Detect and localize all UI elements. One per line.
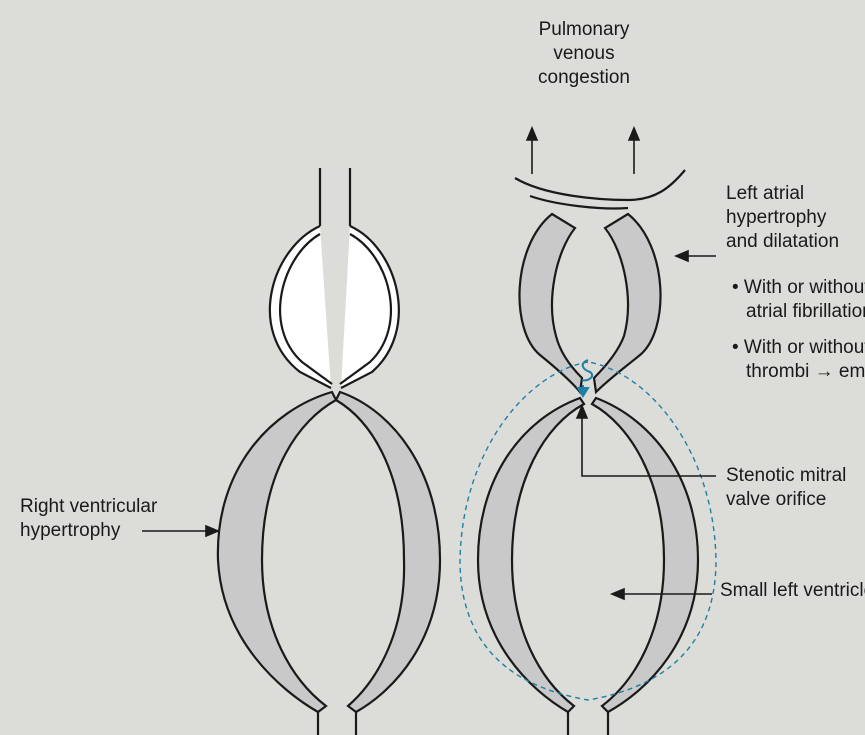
- thrombi-bullet: • With or without thrombi → emboli: [732, 336, 865, 384]
- rv-line-1: Right ventricular: [20, 495, 157, 519]
- left-ventricle-wall: [478, 398, 584, 712]
- small-left-ventricle-label: Small left ventricle: [720, 579, 865, 603]
- stenotic-mitral-label: Stenotic mitral valve orifice: [726, 464, 846, 512]
- fibrillation-line-1: • With or without: [732, 276, 865, 300]
- left-atrium-wall: [519, 214, 582, 392]
- pulmonary-vein: [515, 170, 685, 208]
- pulmonary-line-3: congestion: [503, 66, 665, 90]
- left-atrial-line-1: Left atrial: [726, 182, 839, 206]
- thrombi-line-2: thrombi → emboli: [732, 360, 865, 384]
- fibrillation-bullet: • With or without atrial fibrillation: [732, 276, 865, 324]
- rv-line-2: hypertrophy: [20, 519, 157, 543]
- stenotic-line-1: Stenotic mitral: [726, 464, 846, 488]
- left-atrial-label: Left atrial hypertrophy and dilatation: [726, 182, 839, 254]
- left-heart: [218, 168, 440, 735]
- left-atrial-line-2: hypertrophy: [726, 206, 839, 230]
- left-heart-vessel: [320, 168, 350, 226]
- left-atrial-line-3: and dilatation: [726, 230, 839, 254]
- right-ventricular-wall: [218, 392, 336, 712]
- pulmonary-venous-congestion-label: Pulmonary venous congestion: [503, 18, 665, 90]
- stenotic-line-2: valve orifice: [726, 488, 846, 512]
- left-heart-atrium: [270, 226, 399, 388]
- small-lv-line-1: Small left ventricle: [720, 579, 865, 603]
- left-ventricular-wall: [336, 392, 440, 712]
- fibrillation-line-2: atrial fibrillation: [732, 300, 865, 324]
- thrombi-line-1: • With or without: [732, 336, 865, 360]
- pulmonary-line-1: Pulmonary: [503, 18, 665, 42]
- pulmonary-line-2: venous: [503, 42, 665, 66]
- right-ventricular-hypertrophy-label: Right ventricular hypertrophy: [20, 495, 157, 543]
